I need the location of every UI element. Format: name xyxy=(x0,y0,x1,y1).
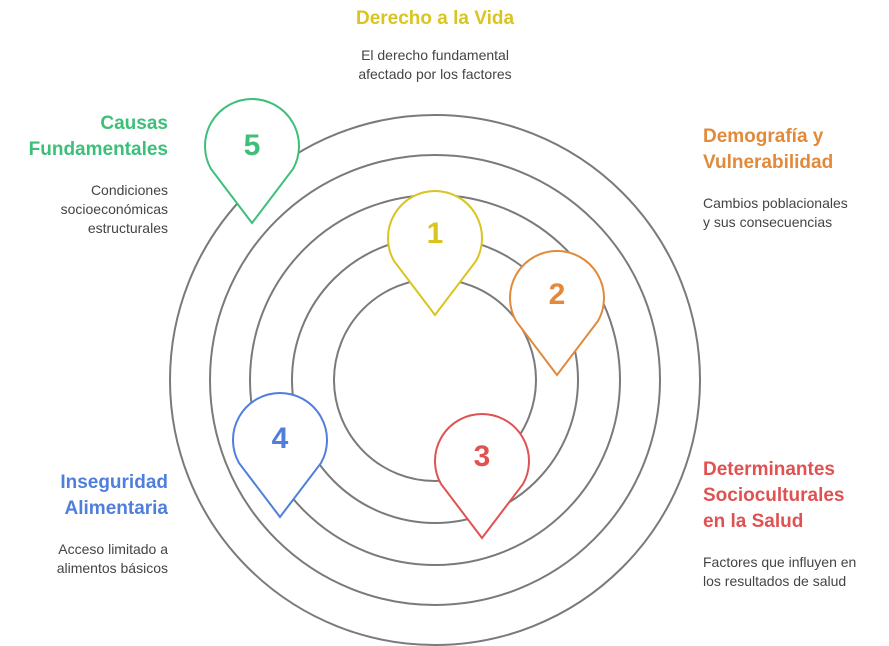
marker-4: 4 xyxy=(232,392,328,519)
label-inseguridad-alimentaria: Inseguridad Alimentaria Acceso limitado … xyxy=(20,470,168,578)
label-determinantes-socioculturales: Determinantes Socioculturales en la Salu… xyxy=(703,457,887,591)
map-pin-marker-icon xyxy=(509,250,605,377)
map-pin-marker-icon xyxy=(387,190,483,317)
map-pin-marker-icon xyxy=(204,98,300,225)
item2-description-line1: Cambios poblacionales xyxy=(703,195,848,211)
top-title: Derecho a la Vida xyxy=(355,8,515,29)
map-pin-marker-icon xyxy=(232,392,328,519)
item3-description-line1: Factores que influyen en xyxy=(703,554,857,570)
marker-number: 5 xyxy=(244,129,261,162)
top-description-line1: El derecho fundamental xyxy=(361,47,509,63)
item4-description-line2: alimentos básicos xyxy=(56,560,168,576)
marker-3: 3 xyxy=(434,413,530,540)
item3-description-line2: los resultados de salud xyxy=(703,573,847,589)
top-description-line2: afectado por los factores xyxy=(358,66,512,82)
item2-title-line2: Vulnerabilidad xyxy=(703,152,834,173)
marker-number: 3 xyxy=(474,440,491,473)
item5-description-line1: Condiciones xyxy=(90,182,168,198)
item5-title-line1: Causas xyxy=(100,113,168,134)
marker-2: 2 xyxy=(509,250,605,377)
label-top: Derecho a la Vida El derecho fundamental… xyxy=(290,6,580,84)
item3-title-line3: en la Salud xyxy=(703,511,804,532)
marker-1: 1 xyxy=(387,190,483,317)
item5-description-line2: socioeconómicas xyxy=(60,201,168,217)
marker-number: 1 xyxy=(427,217,444,250)
map-pin-marker-icon xyxy=(434,413,530,540)
item5-description-line3: estructurales xyxy=(87,220,168,236)
item2-title-line1: Demografía y xyxy=(703,126,824,147)
label-causas-fundamentales: Causas Fundamentales Condiciones socioec… xyxy=(20,111,168,238)
item3-title-line1: Determinantes xyxy=(703,459,835,480)
item3-title-line2: Socioculturales xyxy=(703,485,845,506)
item4-description-line1: Acceso limitado a xyxy=(58,541,168,557)
marker-number: 2 xyxy=(549,278,566,311)
item5-title-line2: Fundamentales xyxy=(28,139,168,160)
item4-title-line2: Alimentaria xyxy=(64,498,168,519)
item2-description-line2: y sus consecuencias xyxy=(703,214,833,230)
marker-number: 4 xyxy=(272,422,289,455)
marker-5: 5 xyxy=(204,98,300,225)
item4-title-line1: Inseguridad xyxy=(60,472,168,493)
label-demografia-vulnerabilidad: Demografía y Vulnerabilidad Cambios pobl… xyxy=(703,124,887,232)
